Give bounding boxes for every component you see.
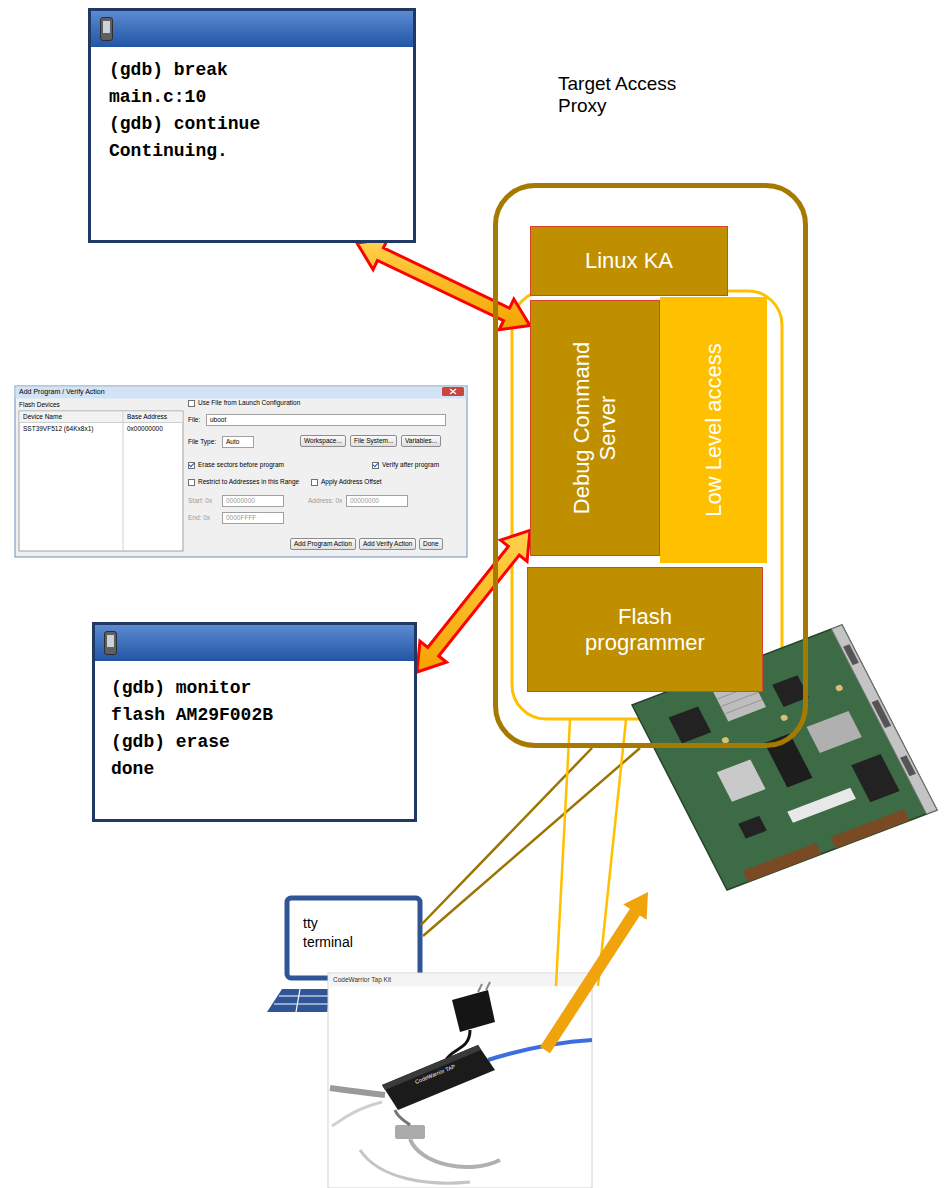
dialog-button: Add Verify Action — [359, 538, 416, 550]
tap-photo-part — [329, 974, 592, 987]
box-label: Low Level access — [701, 309, 727, 551]
dialog-screenshot-part — [123, 411, 124, 551]
field-label: Start: 0x — [188, 497, 212, 505]
command-text: (gdb) break main.c:10 (gdb) continue Con… — [109, 57, 266, 165]
board-photo-part — [742, 843, 821, 882]
icon-label: tty terminal — [303, 914, 365, 952]
block-arrow — [417, 530, 530, 672]
board-photo-part — [831, 809, 910, 848]
dialog-button: File System... — [350, 435, 397, 447]
dialog-button: Variables... — [401, 435, 441, 447]
group-label: Flash Devices — [19, 401, 60, 409]
inner-outline — [512, 291, 782, 719]
field-label: Address: 0x — [308, 497, 342, 505]
box-label: Debug Command Server — [569, 312, 621, 544]
dialog-screenshot-part — [442, 387, 464, 396]
tap-photo-part — [328, 973, 592, 1188]
component-box: Flash programmer — [527, 567, 763, 692]
terminal-icon-part — [287, 898, 420, 978]
board-photo-part — [851, 754, 899, 802]
board-photo-part — [738, 816, 767, 839]
tap-photo-part — [395, 1110, 410, 1125]
column-header: Device Name — [23, 413, 62, 421]
component-box: Linux KA — [530, 226, 728, 296]
tap-photo-part — [382, 1045, 481, 1090]
terminal-window: (gdb) break main.c:10 (gdb) continue Con… — [88, 8, 416, 243]
dialog-screenshot-part — [450, 389, 456, 394]
dialog-screenshot-part — [19, 411, 183, 551]
window-icon — [104, 631, 117, 655]
title-bar — [95, 625, 414, 661]
cable-cone-part — [556, 720, 570, 986]
board-photo-part — [787, 788, 856, 823]
dialog-screenshot-part — [19, 422, 183, 423]
board-photo-part — [765, 733, 813, 787]
board-photo-part — [835, 684, 844, 692]
terminal-window: (gdb) monitor flash AM29F002B (gdb) eras… — [92, 622, 417, 822]
checkbox-label: Verify after program — [372, 461, 439, 469]
board-photo-part — [843, 644, 859, 665]
text-field: 00000000 — [346, 495, 408, 507]
tap-photo-part — [488, 1040, 592, 1060]
window-icon — [100, 17, 113, 41]
board-photo-part — [807, 711, 862, 753]
dialog-screenshot-part — [16, 387, 467, 399]
dialog-screenshot — [15, 386, 467, 557]
field-label: File: — [188, 416, 200, 424]
dialog-button: Done — [419, 538, 443, 550]
board-photo-part — [717, 759, 766, 801]
board-photo-part — [669, 706, 712, 743]
component-box: Low Level access — [660, 297, 767, 563]
select-field: Auto — [222, 436, 254, 448]
field-label: File Type: — [188, 438, 216, 446]
tap-photo-part — [395, 1125, 425, 1139]
box-label: Flash programmer — [580, 604, 710, 656]
tap-photo-part — [410, 1139, 500, 1167]
tap-photo-part — [382, 1045, 495, 1110]
component-box: Debug Command Server — [530, 300, 660, 556]
block-arrow — [357, 239, 530, 330]
board-photo-part — [900, 755, 916, 776]
board-photo-part — [721, 736, 730, 744]
tap-photo-part — [332, 1102, 382, 1126]
checkbox-label: Erase sectors before program — [188, 461, 284, 469]
text-field: 0000FFFF — [222, 512, 284, 524]
tap-photo — [328, 973, 592, 1188]
tap-photo-part — [330, 1088, 385, 1095]
checkbox-label: Use File from Launch Configuration — [188, 399, 300, 407]
table-cell: SST39VF512 (64Kx8x1) — [23, 425, 93, 433]
field-label: End: 0x — [188, 514, 210, 522]
checkbox-label: Apply Address Offset — [311, 478, 382, 486]
board-photo-part — [780, 714, 789, 722]
checkbox-label: Restrict to Addresses in this Range — [188, 478, 299, 486]
tap-photo-part — [478, 982, 490, 992]
table-cell: 0x00000000 — [127, 425, 163, 433]
dialog-screenshot-part — [20, 412, 183, 423]
tap-photo-part — [360, 1150, 470, 1183]
photo-caption: CodeWarrior Tap Kit — [333, 976, 391, 984]
title-bar — [91, 11, 413, 47]
dialog-button: Add Program Action — [290, 538, 356, 550]
board-photo-part — [872, 700, 892, 728]
text-field: uboot — [206, 414, 446, 426]
dialog-title: Add Program / Verify Action — [19, 388, 105, 396]
container-heading: Target Access Proxy — [558, 73, 708, 117]
link-arrow — [540, 892, 648, 1053]
text-field: 00000000 — [222, 495, 284, 507]
column-header: Base Address — [127, 413, 167, 421]
dialog-screenshot-part — [15, 386, 467, 557]
tap-photo-part — [452, 990, 495, 1032]
command-text: (gdb) monitor flash AM29F002B (gdb) eras… — [111, 675, 279, 783]
dialog-button: Workspace... — [300, 435, 346, 447]
proxy-container: Target Access ProxyLinux KADebug Command… — [493, 183, 808, 748]
box-label: Linux KA — [585, 248, 673, 274]
